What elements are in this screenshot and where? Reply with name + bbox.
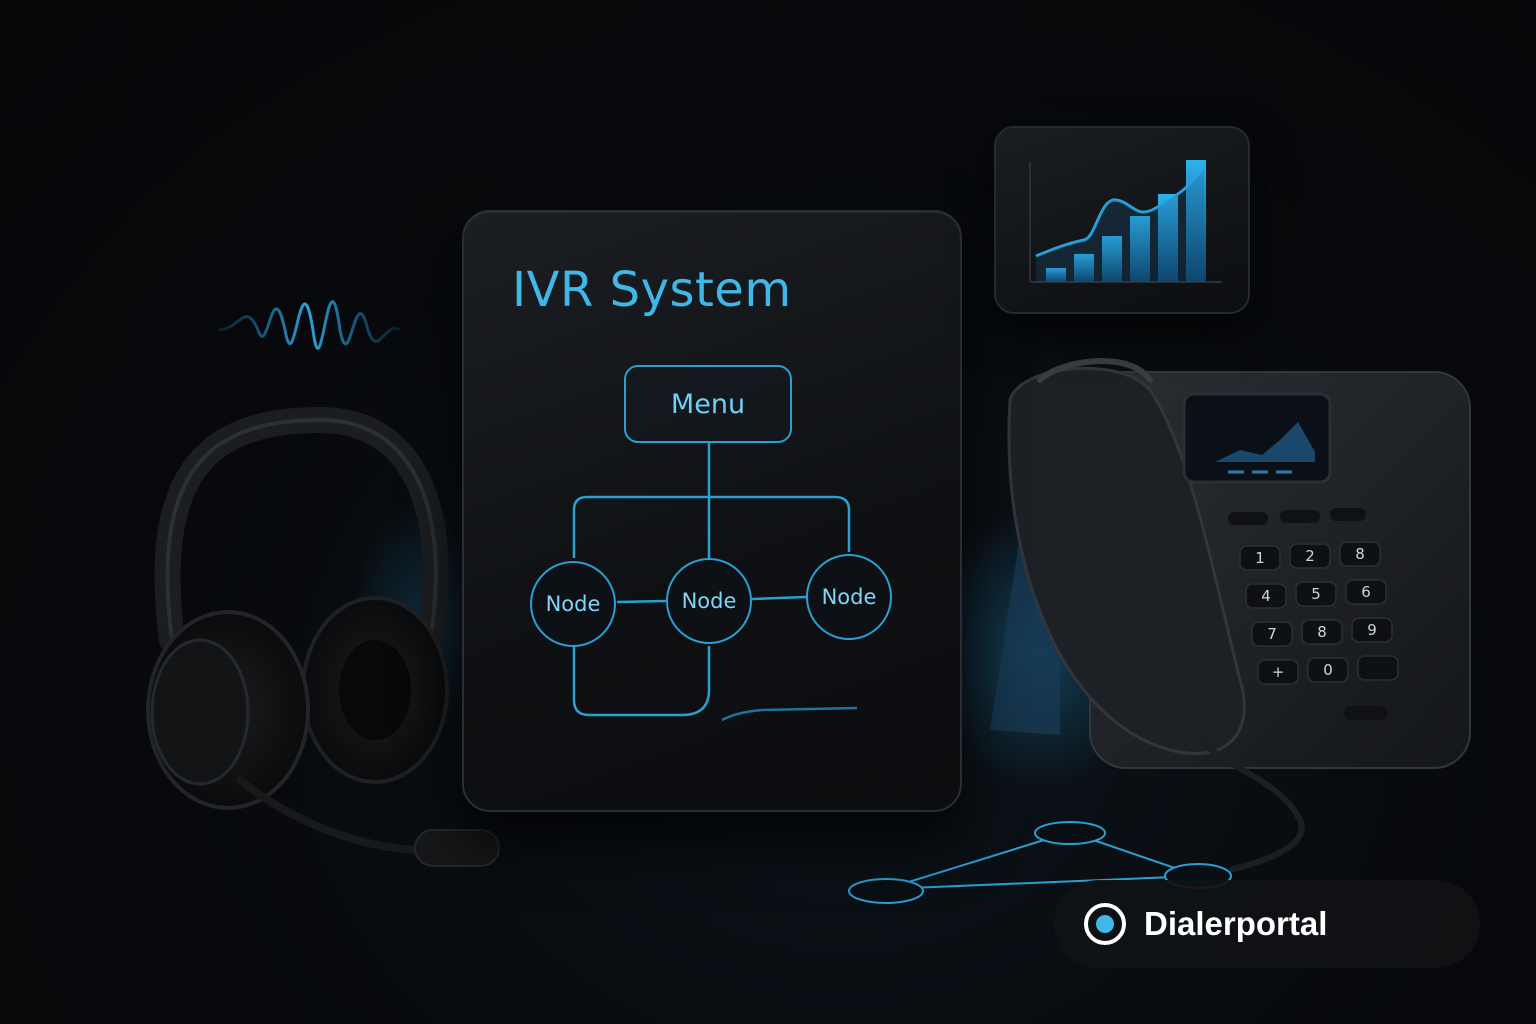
phone-key — [1301, 619, 1343, 645]
phone-key-label: 8 — [1355, 545, 1365, 563]
phone-key-label: 2 — [1305, 547, 1315, 565]
phone-key-label: 4 — [1261, 587, 1271, 605]
bar-chart-icon — [1029, 160, 1222, 283]
phone-key-label: 8 — [1317, 623, 1327, 641]
ivr-flow-connectors — [572, 443, 858, 722]
phone-key — [1339, 541, 1381, 567]
phone-key-label: 6 — [1361, 583, 1371, 601]
ivr-menu-node: Menu — [624, 365, 792, 443]
phone-key — [1239, 545, 1281, 571]
phone-key — [1245, 583, 1287, 609]
ivr-node-3: Node — [806, 554, 892, 640]
sound-wave-icon — [217, 300, 401, 350]
phone-key — [1357, 655, 1399, 681]
panel-title: IVR System — [512, 262, 792, 318]
phone-key-label: 9 — [1367, 621, 1377, 639]
phone-key-label: 0 — [1323, 661, 1333, 679]
phone-key — [1351, 617, 1393, 643]
brand-badge: Dialerportal — [1054, 880, 1480, 968]
phone-key-label: + — [1272, 663, 1285, 681]
phone-key-label: 7 — [1267, 625, 1277, 643]
record-dot-center — [1096, 915, 1114, 933]
ivr-node-1: Node — [530, 561, 616, 647]
phone-key — [1295, 581, 1337, 607]
analytics-card — [994, 126, 1250, 314]
phone-key — [1307, 657, 1349, 683]
ivr-panel — [462, 210, 962, 812]
phone-key — [1289, 543, 1331, 569]
phone-key — [1257, 659, 1299, 685]
phone-key-label: 1 — [1255, 549, 1265, 567]
phone-key-label: 5 — [1311, 585, 1321, 603]
ivr-node-2: Node — [666, 558, 752, 644]
record-dot-icon — [1084, 903, 1126, 945]
brand-name: Dialerportal — [1144, 905, 1328, 942]
phone-key — [1345, 579, 1387, 605]
phone-key — [1251, 621, 1293, 647]
headset-icon — [146, 406, 500, 867]
